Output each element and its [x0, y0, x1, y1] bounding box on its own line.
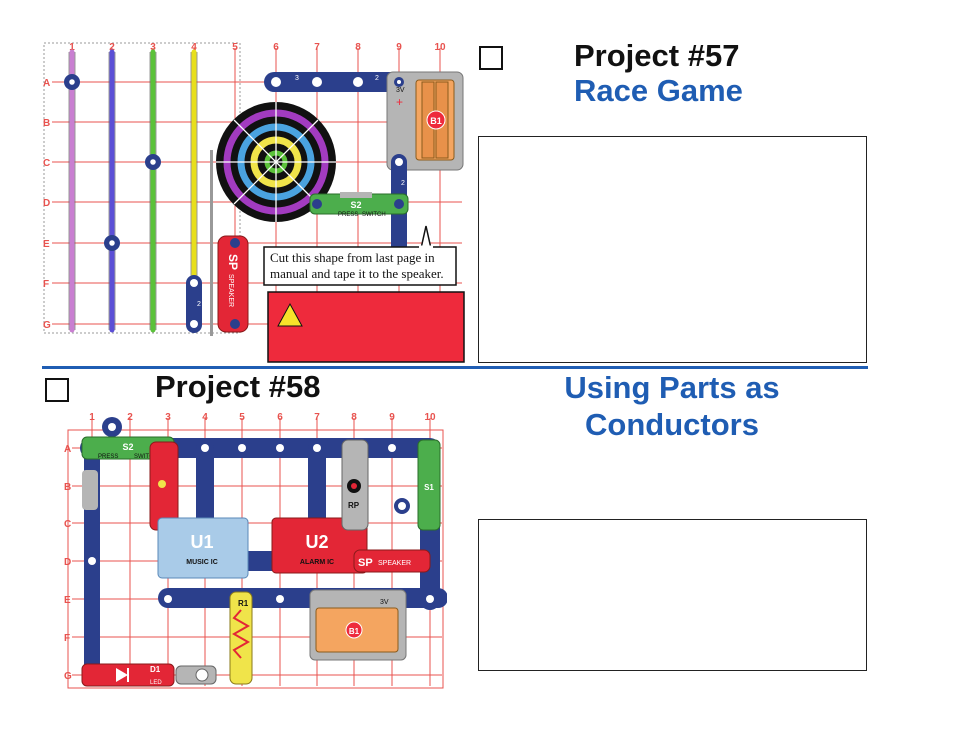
grid-col-label: 4: [191, 42, 197, 53]
grid-row-label: C: [43, 158, 50, 169]
project58-checkbox[interactable]: [45, 378, 69, 402]
grid-row-label: E: [43, 239, 50, 250]
grid-row-label: D: [43, 198, 50, 209]
press-switch-label: SWITCH: [362, 212, 386, 218]
u1-code: U1: [190, 532, 213, 552]
project57-number: Project #57: [574, 38, 740, 73]
grid-col-label: 10: [434, 42, 446, 53]
p58-press-switch-code: S2: [122, 442, 133, 452]
grid-col-label: 9: [396, 42, 402, 53]
project57-name: Race Game: [574, 73, 743, 108]
project57-description-box: [478, 136, 867, 363]
r1-code: R1: [238, 599, 249, 608]
svg-text:2: 2: [197, 301, 201, 308]
grid-col-label: 6: [277, 412, 283, 423]
grid-col-label: 10: [424, 412, 436, 423]
svg-text:2: 2: [401, 180, 405, 187]
grid-row-label: E: [64, 595, 71, 606]
grid-row-label: B: [43, 118, 50, 129]
grid-row-label: F: [43, 279, 49, 290]
grid-col-label: 9: [389, 412, 395, 423]
svg-text:3: 3: [295, 75, 299, 82]
speaker-label: SPEAKER: [227, 274, 234, 307]
grid-row-label: G: [43, 320, 51, 331]
grid-col-label: 3: [165, 412, 171, 423]
grid-row-label: A: [43, 78, 50, 89]
grid-col-label: 2: [109, 42, 115, 53]
grid-row-label: G: [64, 671, 72, 682]
grid-col-label: 7: [314, 412, 320, 423]
u2-code: U2: [305, 532, 328, 552]
project57-checkbox[interactable]: [479, 46, 503, 70]
section-divider: [42, 366, 868, 369]
grid-col-label: 4: [202, 412, 208, 423]
grid-col-label: 1: [69, 42, 75, 53]
u1-label: MUSIC IC: [186, 559, 218, 566]
led-label: LED: [150, 680, 162, 686]
project58-description-box: [478, 519, 867, 671]
speaker-callout-line2: manual and tape it to the speaker.: [270, 266, 444, 281]
speaker-callout-line1: Cut this shape from last page in: [270, 250, 435, 265]
grid-col-label: 5: [239, 412, 245, 423]
p58-speaker-code: SP: [358, 557, 373, 569]
svg-text:2: 2: [375, 75, 379, 82]
grid-row-label: F: [64, 633, 70, 644]
project58-number: Project #58: [155, 369, 321, 404]
p58-battery-code: B1: [349, 627, 360, 636]
press-switch-code: S2: [350, 200, 361, 210]
grid-row-label: D: [64, 557, 71, 568]
project58-name-line2: Conductors: [585, 407, 759, 442]
grid-row-label: C: [64, 519, 71, 530]
project57-circuit-diagram: 1 2 3 4 5 6 7 8 9 10 A B C D E F G 2: [43, 42, 465, 363]
speaker-code: SP: [226, 254, 240, 270]
led-code: D1: [150, 665, 161, 674]
project58-name-line1: Using Parts as: [564, 370, 780, 405]
battery-label: B1: [430, 116, 442, 126]
grid-col-label: 7: [314, 42, 320, 53]
grid-col-label: 2: [127, 412, 133, 423]
p58-press-switch-label: SWITCH: [134, 454, 158, 460]
grid-col-label: 1: [89, 412, 95, 423]
grid-row-label: A: [64, 444, 71, 455]
slide-switch-code: S1: [424, 483, 434, 492]
grid-col-label: 5: [232, 42, 238, 53]
project58-circuit-diagram: 1 2 3 4 5 6 7 8 9 10 A B C D E F G S: [64, 412, 447, 689]
grid-col-label: 8: [355, 42, 361, 53]
battery-voltage: 3V: [396, 87, 405, 94]
u2-label: ALARM IC: [300, 559, 334, 566]
svg-text:+: +: [396, 95, 403, 109]
p58-speaker-label: SPEAKER: [378, 560, 411, 567]
press-switch-label: PRESS: [338, 212, 358, 218]
grid-col-label: 3: [150, 42, 156, 53]
grid-row-label: B: [64, 482, 71, 493]
grid-col-label: 8: [351, 412, 357, 423]
rp-code: RP: [348, 501, 360, 510]
p58-press-switch-label: PRESS: [98, 454, 118, 460]
grid-col-label: 6: [273, 42, 279, 53]
p58-battery-voltage: 3V: [380, 599, 389, 606]
